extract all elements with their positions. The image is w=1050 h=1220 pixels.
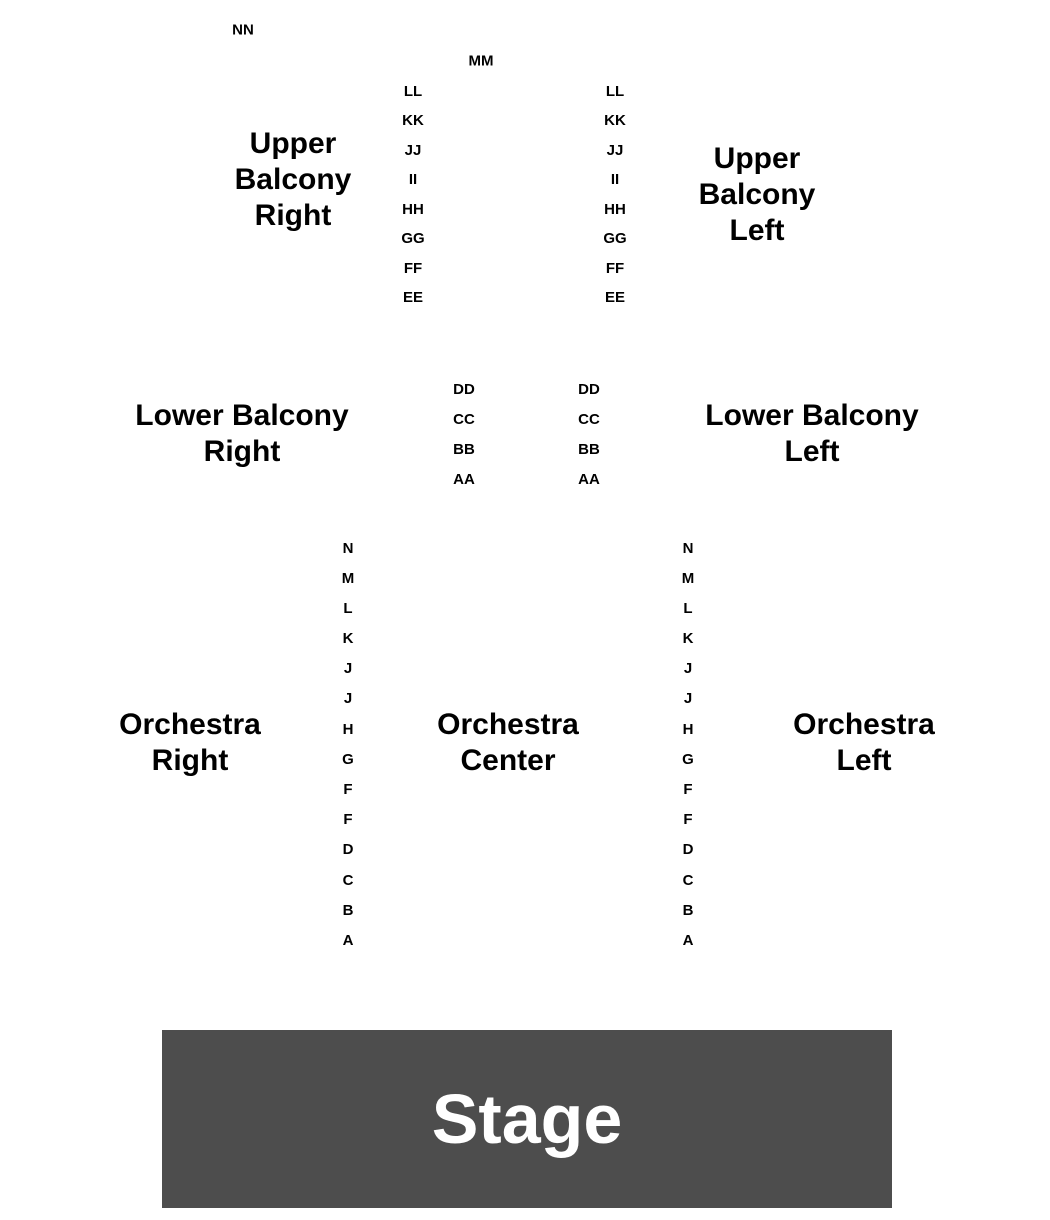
upper-balcony-left-row-label: II xyxy=(610,171,620,188)
orchestra-left-row-label: A xyxy=(682,931,694,949)
orchestra-left-row-label: D xyxy=(682,841,694,859)
lower-balcony-left-rows: DD CC BB AA xyxy=(569,379,609,489)
orchestra-right-row-label: F xyxy=(343,811,353,829)
upper-balcony-left-row-label: FF xyxy=(605,259,625,277)
orchestra-right-row-label: J xyxy=(343,660,353,678)
row-label-nn: NN xyxy=(232,21,254,39)
orchestra-right-row-label: K xyxy=(342,630,354,648)
orchestra-left-row-label: C xyxy=(682,871,694,889)
lower-balcony-right-row-label: BB xyxy=(453,440,475,458)
upper-balcony-left-row-label: KK xyxy=(604,112,626,129)
orchestra-left-row-label: B xyxy=(682,901,694,919)
section-orchestra-left[interactable]: Orchestra Left xyxy=(793,708,935,777)
upper-balcony-left-row-label: HH xyxy=(604,200,626,218)
upper-balcony-right-row-label: KK xyxy=(402,112,424,129)
orchestra-left-row-label: K xyxy=(682,630,694,648)
upper-balcony-right-row-label: EE xyxy=(402,289,423,306)
orchestra-right-row-label: L xyxy=(343,599,353,617)
lower-balcony-right-row-label: CC xyxy=(453,410,475,428)
orchestra-left-row-label: M xyxy=(681,569,695,587)
orchestra-right-row-label: C xyxy=(342,871,354,889)
row-label-mm: MM xyxy=(468,52,494,70)
section-upper-balcony-right[interactable]: Upper Balcony Right xyxy=(234,127,352,232)
stage-label: Stage xyxy=(431,1080,623,1158)
upper-balcony-left-row-label: LL xyxy=(605,82,625,100)
orchestra-left-row-label: F xyxy=(683,781,693,798)
lower-balcony-left-row-label: AA xyxy=(578,470,600,488)
upper-balcony-left-rows: LL KK JJ II HH GG FF EE xyxy=(595,81,635,308)
stage: Stage xyxy=(162,1030,892,1208)
upper-balcony-right-row-label: FF xyxy=(403,259,423,277)
upper-balcony-right-rows: LL KK JJ II HH GG FF EE xyxy=(393,81,433,308)
orchestra-right-row-label: M xyxy=(341,569,355,587)
orchestra-right-row-label: H xyxy=(342,720,354,738)
upper-balcony-left-row-label: JJ xyxy=(606,141,624,159)
orchestra-right-row-label: J xyxy=(343,690,353,708)
orchestra-left-row-label: H xyxy=(682,720,694,738)
orchestra-right-row-label: B xyxy=(342,901,354,919)
orchestra-left-row-label: F xyxy=(683,811,693,829)
upper-balcony-right-row-label: II xyxy=(408,171,418,188)
lower-balcony-left-row-label: BB xyxy=(578,440,600,458)
lower-balcony-right-rows: DD CC BB AA xyxy=(444,379,484,489)
section-lower-balcony-left[interactable]: Lower Balcony Left xyxy=(705,399,919,468)
section-orchestra-right[interactable]: Orchestra Right xyxy=(119,708,261,777)
lower-balcony-left-row-label: DD xyxy=(578,380,600,398)
lower-balcony-right-row-label: AA xyxy=(453,470,475,488)
orchestra-left-row-label: J xyxy=(683,660,693,678)
orchestra-left-row-label: L xyxy=(683,599,693,617)
lower-balcony-left-row-label: CC xyxy=(578,410,600,428)
upper-balcony-right-row-label: JJ xyxy=(404,141,422,159)
upper-balcony-right-row-label: GG xyxy=(401,230,425,247)
orchestra-right-row-label: G xyxy=(342,750,354,768)
section-orchestra-center[interactable]: Orchestra Center xyxy=(437,708,579,777)
orchestra-left-row-label: J xyxy=(683,690,693,708)
section-upper-balcony-left[interactable]: Upper Balcony Left xyxy=(698,142,816,247)
orchestra-right-row-label: A xyxy=(342,931,354,949)
orchestra-left-row-label: N xyxy=(682,539,694,557)
orchestra-right-row-label: N xyxy=(342,539,354,557)
upper-balcony-right-row-label: LL xyxy=(403,82,423,100)
upper-balcony-left-row-label: EE xyxy=(604,289,625,306)
section-lower-balcony-right[interactable]: Lower Balcony Right xyxy=(135,399,349,468)
orchestra-left-row-label: G xyxy=(682,750,694,768)
upper-balcony-right-row-label: HH xyxy=(402,200,424,218)
lower-balcony-right-row-label: DD xyxy=(453,380,475,398)
orchestra-right-row-label: F xyxy=(343,781,353,798)
upper-balcony-left-row-label: GG xyxy=(603,230,627,247)
orchestra-right-row-label: D xyxy=(342,841,354,859)
